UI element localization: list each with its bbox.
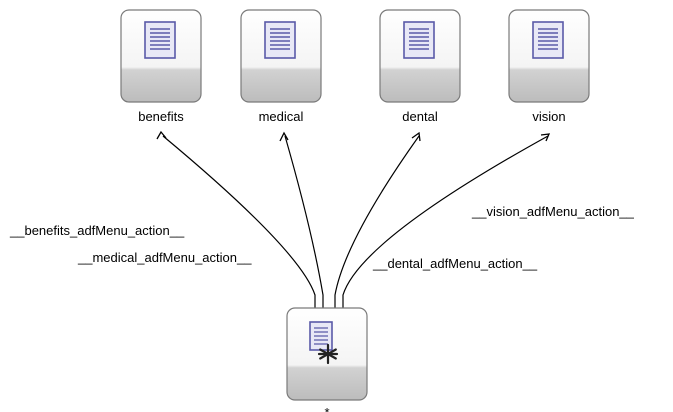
- edge-label-vision: __vision_adfMenu_action__: [471, 204, 635, 219]
- page-icon: [264, 21, 296, 59]
- edge-vision[interactable]: __vision_adfMenu_action__: [342, 133, 635, 308]
- edge-dental[interactable]: __dental_adfMenu_action__: [334, 131, 538, 308]
- page-icon: [144, 21, 176, 59]
- edges: __benefits_adfMenu_action__ __medical_ad…: [9, 130, 635, 308]
- node-medical[interactable]: medical: [240, 9, 322, 124]
- edge-label-benefits: __benefits_adfMenu_action__: [9, 223, 185, 238]
- node-label-dental: dental: [402, 109, 438, 124]
- edge-medical[interactable]: __medical_adfMenu_action__: [77, 131, 324, 308]
- arrowhead-icon: [156, 130, 167, 140]
- node-vision[interactable]: vision: [508, 9, 590, 124]
- node-label-vision: vision: [532, 109, 565, 124]
- edge-line: [284, 135, 324, 308]
- asterisk-icon: [317, 343, 339, 365]
- arrowhead-icon: [411, 131, 421, 142]
- node-label-benefits: benefits: [138, 109, 184, 124]
- node-wildcard[interactable]: *: [286, 307, 368, 412]
- page-icon: [403, 21, 435, 59]
- node-dental[interactable]: dental: [379, 9, 461, 124]
- edge-line: [334, 135, 420, 308]
- edge-label-dental: __dental_adfMenu_action__: [372, 256, 538, 271]
- page-icon: [532, 21, 564, 59]
- edge-line: [162, 135, 316, 308]
- arrowhead-icon: [540, 133, 551, 142]
- edge-line: [342, 135, 549, 308]
- arrowhead-icon: [279, 131, 289, 142]
- node-label-medical: medical: [259, 109, 304, 124]
- node-benefits[interactable]: benefits: [120, 9, 202, 124]
- wildcard-page-icon: [309, 321, 339, 365]
- edge-benefits[interactable]: __benefits_adfMenu_action__: [9, 130, 316, 308]
- edge-label-medical: __medical_adfMenu_action__: [77, 250, 252, 265]
- node-label-wildcard: *: [324, 405, 329, 412]
